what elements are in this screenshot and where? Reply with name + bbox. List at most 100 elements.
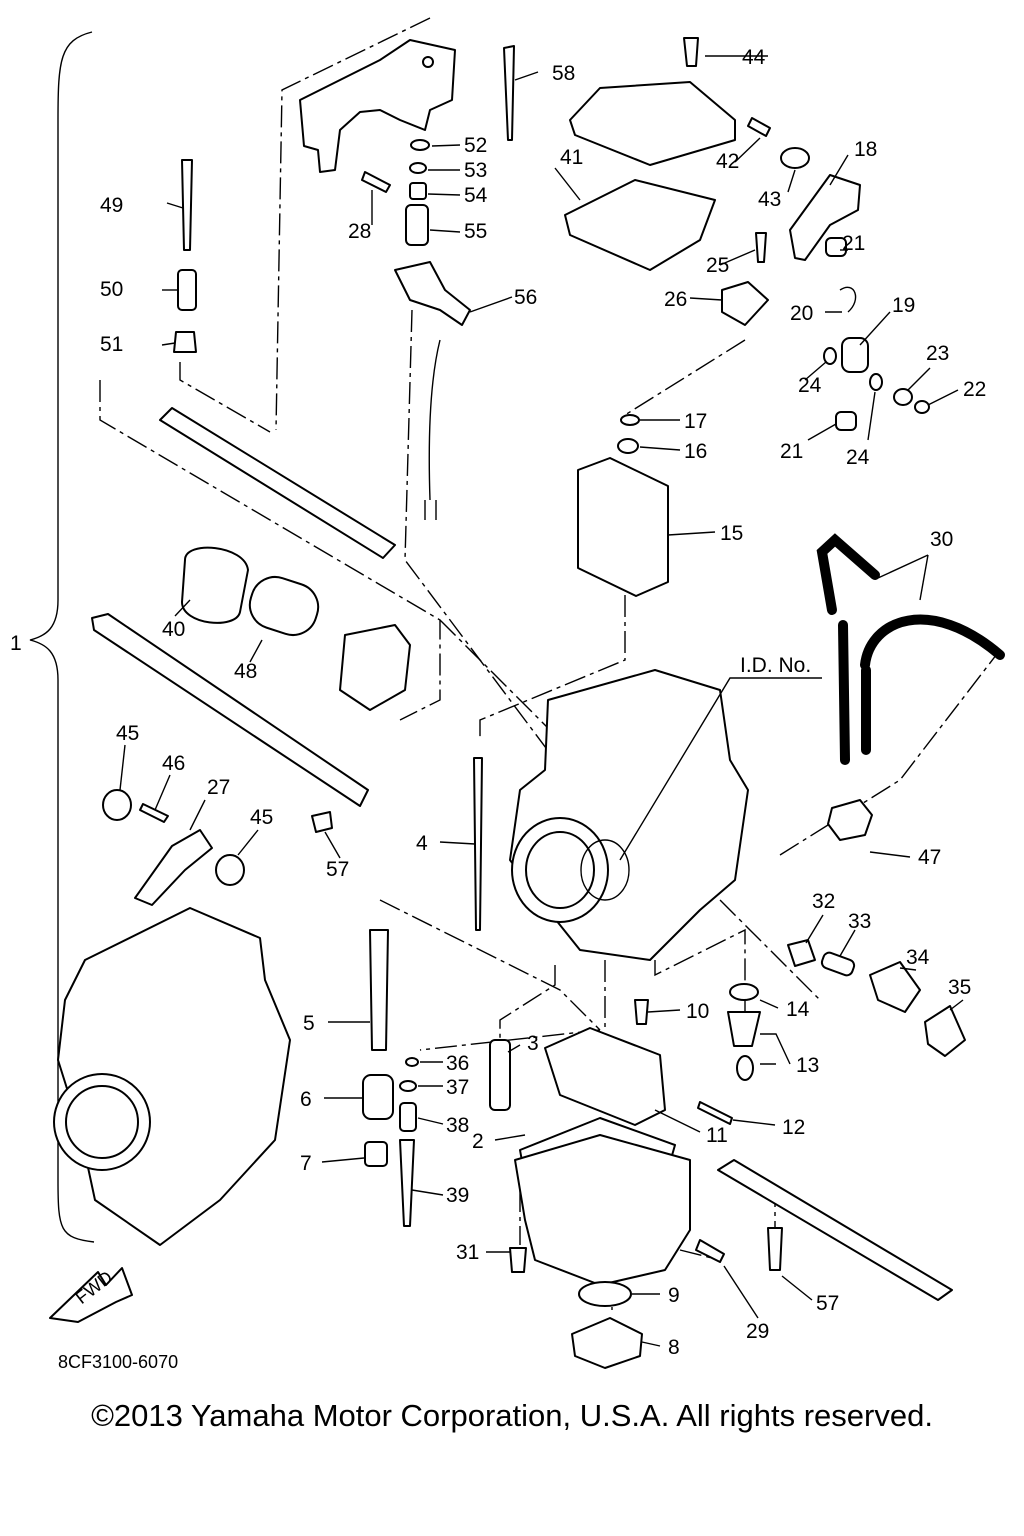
part-42-screw [747, 117, 771, 137]
callout-label: 58 [552, 62, 575, 85]
callout-label: 20 [790, 302, 813, 325]
part-4-needle [473, 757, 483, 931]
callout-label: 48 [234, 660, 257, 683]
part-48-spring [248, 576, 320, 636]
part-38-spring [399, 1102, 417, 1132]
part-10-screw [634, 999, 649, 1025]
callout-label: 15 [720, 522, 743, 545]
part-49-screw [181, 159, 193, 251]
callout-label: 57 [326, 858, 349, 881]
part-5-jet-holder [369, 929, 389, 1051]
part-22-clip [914, 400, 930, 414]
linkage-bar [91, 613, 369, 807]
callout-label: 45 [250, 806, 273, 829]
callout-label: 11 [706, 1124, 728, 1147]
fwd-arrow-icon [49, 1267, 133, 1323]
part-15-valve [577, 457, 669, 597]
throttle-lever-part [339, 624, 411, 711]
parts [49, 37, 1005, 1369]
part-54-nut [409, 182, 427, 200]
part-45-bushing [102, 789, 132, 821]
callout-label: 25 [706, 254, 729, 277]
part-29-screw [695, 1239, 725, 1263]
part-47-clamp [827, 799, 873, 841]
part-24-washer [823, 347, 837, 365]
callout-label: 30 [930, 528, 953, 551]
callout-label: 35 [948, 976, 971, 999]
part-3-pilot-jet [489, 1039, 511, 1111]
carb-intake-inner [525, 831, 595, 909]
callout-label: 34 [906, 946, 930, 969]
callout-label: 47 [918, 846, 941, 869]
callout-label: 29 [746, 1320, 769, 1343]
part-30-hose-b [838, 620, 850, 765]
top-cover-part [569, 81, 736, 166]
callout-label: 33 [848, 910, 871, 933]
callout-label: 6 [300, 1088, 312, 1111]
part-8-plug [571, 1317, 643, 1369]
part-28-screw [361, 171, 391, 193]
part-58-rod [503, 45, 515, 141]
part-30-hose-a [816, 533, 880, 615]
callout-label: 56 [514, 286, 537, 309]
part-20-spring [839, 286, 857, 313]
part-12-pin [697, 1101, 733, 1125]
part-35-cap [924, 1005, 966, 1057]
callout-label: 42 [716, 150, 739, 173]
guide-lines [99, 17, 1001, 1310]
part-57-screw-2 [767, 1227, 783, 1271]
callout-label: 22 [963, 378, 986, 401]
callout-label: 37 [446, 1076, 469, 1099]
part-40-collar [181, 546, 249, 624]
part-16-holder [617, 438, 639, 454]
part-13-needle-valve [727, 1011, 761, 1047]
float-bowl [514, 1134, 691, 1286]
right-linkage-bar [717, 1159, 953, 1301]
callout-label: 12 [782, 1116, 805, 1139]
part-36-oring [405, 1057, 419, 1067]
callout-label: 17 [684, 410, 707, 433]
callout-label: 7 [300, 1152, 312, 1175]
part-39-screw [399, 1139, 415, 1227]
part-30-hose-c [860, 614, 1005, 670]
part-34-plunger [869, 961, 921, 1013]
callout-label: 32 [812, 890, 835, 913]
part-41-gasket [564, 179, 716, 271]
callout-label: 23 [926, 342, 949, 365]
callout-label: 3 [527, 1032, 539, 1055]
part-21-collar-2 [835, 411, 857, 431]
callout-label: 53 [464, 159, 487, 182]
throttle-bracket-part [299, 39, 456, 173]
id-number-label: I.D. No. [740, 654, 811, 677]
callout-label: 36 [446, 1052, 469, 1075]
part-45-bushing-2 [215, 854, 245, 886]
part-56-wire [428, 339, 441, 501]
callout-label: 49 [100, 194, 123, 217]
callout-label: 52 [464, 134, 487, 157]
part-50-spring [177, 269, 197, 311]
part-52-washer [410, 139, 430, 151]
part-56-connector [424, 500, 437, 520]
callout-label: 28 [348, 220, 371, 243]
callout-label: 14 [786, 998, 810, 1021]
part-55-spring [405, 204, 429, 246]
part-19-plate [841, 337, 869, 373]
part-43-bushing [780, 147, 810, 169]
callout-label: 27 [207, 776, 230, 799]
callout-label: 45 [116, 722, 139, 745]
throttle-shaft-rod [159, 407, 396, 559]
part-14-oring [729, 983, 759, 1001]
callout-label: 13 [796, 1054, 819, 1077]
callout-label: 31 [456, 1241, 479, 1264]
part-13-valve-seat [736, 1055, 754, 1081]
part-53-washer [409, 162, 427, 174]
callout-label: 54 [464, 184, 488, 207]
drawing-code: 8CF3100-6070 [58, 1352, 178, 1372]
callout-label: 40 [162, 618, 185, 641]
callout-label: 19 [892, 294, 915, 317]
part-23-washer [893, 388, 913, 406]
part-6-needle-jet [362, 1074, 394, 1120]
part-24-washer-2 [869, 373, 883, 391]
part-26-holder [721, 281, 769, 326]
part-57-screw [311, 811, 333, 833]
